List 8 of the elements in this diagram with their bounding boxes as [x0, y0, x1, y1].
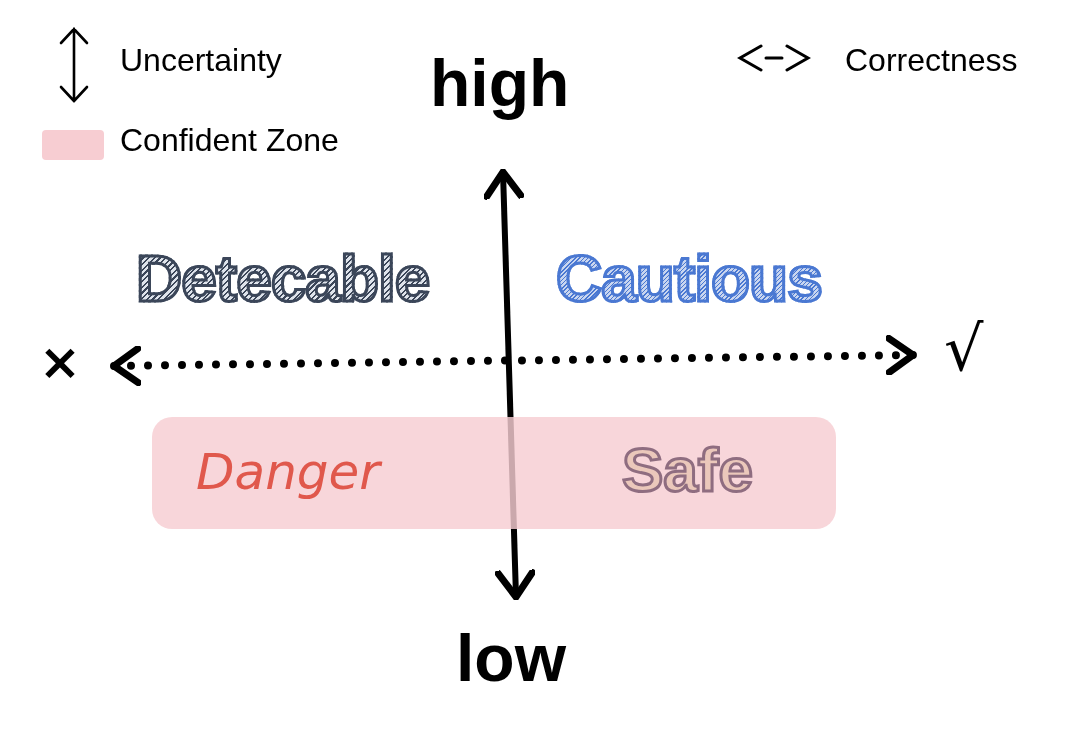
legend-label: Uncertainty: [120, 44, 282, 76]
axis-end-label: ×: [39, 337, 81, 387]
confident-zone-band: [152, 417, 836, 529]
legend-label: Confident Zone: [120, 124, 339, 156]
quadrant-label: Safe: [622, 439, 753, 501]
legend-label: Correctness: [845, 44, 1018, 76]
axis-end-label: √: [944, 318, 984, 380]
axis-label: low: [456, 625, 566, 691]
